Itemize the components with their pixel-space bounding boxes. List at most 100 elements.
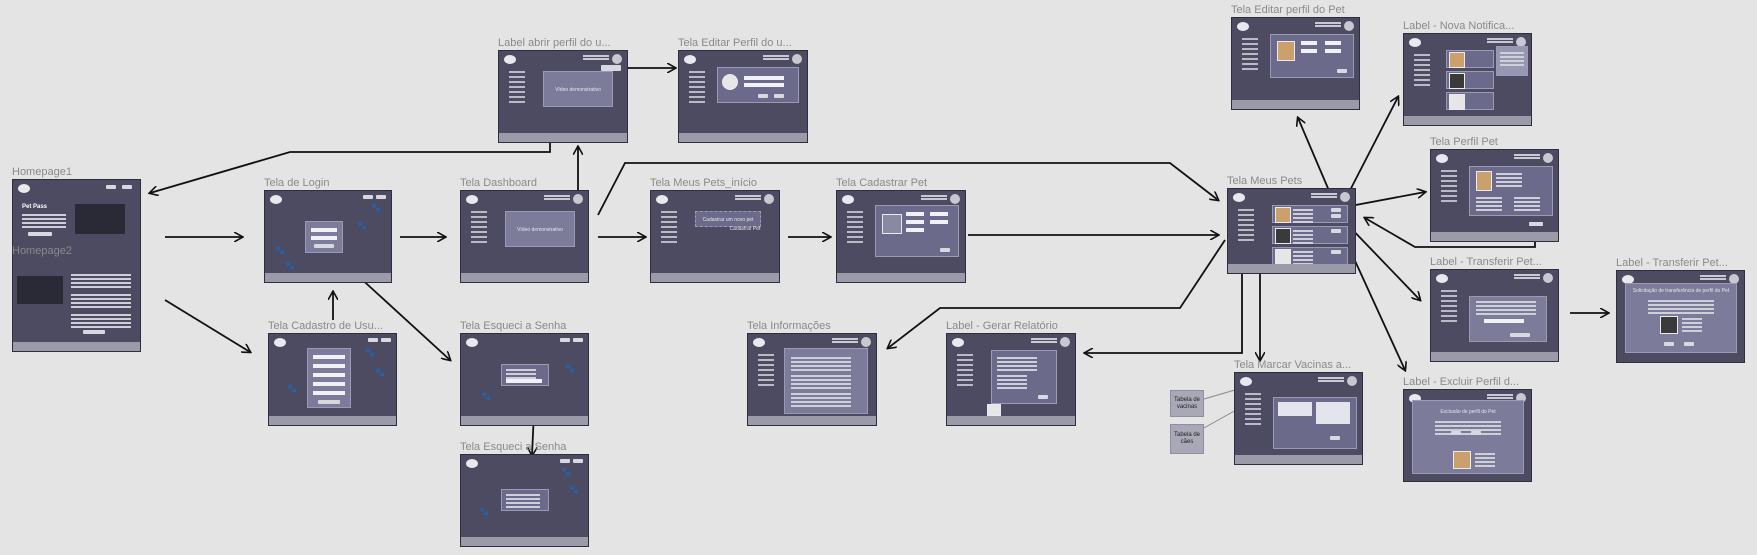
email-field[interactable]: [311, 228, 337, 232]
avatar[interactable]: [573, 194, 583, 204]
screen-editar-perfil-pet[interactable]: [1231, 17, 1360, 110]
login-button[interactable]: [314, 244, 334, 248]
screen-excluir-perfil[interactable]: Exclusão de perfil do Pet: [1403, 389, 1532, 482]
add-pet-link[interactable]: Cadastrar Pet: [729, 225, 761, 232]
pet-card[interactable]: [1272, 247, 1348, 265]
pet-field[interactable]: [1301, 49, 1317, 53]
report-options[interactable]: [997, 357, 1037, 359]
send-button[interactable]: [1510, 333, 1530, 337]
avatar[interactable]: [1060, 337, 1070, 347]
header-button[interactable]: [381, 338, 391, 342]
screen-informacoes[interactable]: [747, 333, 877, 426]
pet-field[interactable]: [1325, 41, 1341, 45]
sidebar-menu[interactable]: [1245, 393, 1261, 395]
pet-card[interactable]: [1446, 71, 1494, 89]
sidebar-menu[interactable]: [1238, 209, 1254, 211]
pet-field[interactable]: [1325, 49, 1341, 53]
screen-dashboard[interactable]: Vídeo demonstrativo: [460, 190, 589, 283]
screen-cadastro-usuario[interactable]: 🐾 🐾 🐾: [268, 333, 397, 426]
header-button[interactable]: [560, 338, 570, 342]
screen-transferir-pet[interactable]: [1430, 269, 1559, 362]
screen-cadastrar-pet[interactable]: [836, 190, 966, 283]
header-button[interactable]: [376, 195, 386, 199]
sidebar-menu[interactable]: [847, 211, 863, 213]
user-field[interactable]: [744, 76, 784, 80]
screen-perfil-pet[interactable]: [1430, 149, 1559, 242]
sidebar-menu[interactable]: [758, 354, 774, 356]
save-button[interactable]: [774, 94, 784, 98]
confirm-delete-button[interactable]: [1451, 431, 1461, 435]
generate-report-button[interactable]: [1038, 395, 1048, 399]
pet-card[interactable]: [1446, 50, 1494, 68]
email-field[interactable]: [506, 379, 542, 383]
confirm-password-field[interactable]: [313, 391, 345, 395]
avatar[interactable]: [764, 194, 774, 204]
screen-login[interactable]: 🐾 🐾 🐾 🐾: [264, 190, 392, 283]
screen-homepage[interactable]: Pet Pass: [12, 179, 141, 352]
screen-esqueci-senha[interactable]: 🐾 🐾: [460, 333, 589, 426]
avatar[interactable]: [1543, 153, 1553, 163]
save-button[interactable]: [1337, 69, 1347, 73]
password-field[interactable]: [313, 382, 345, 386]
avatar[interactable]: [1344, 21, 1354, 31]
sidebar-menu[interactable]: [471, 211, 487, 213]
phone-field[interactable]: [313, 373, 345, 377]
accept-button[interactable]: [1664, 342, 1674, 346]
screen-nova-notificacao[interactable]: [1403, 33, 1532, 126]
screen-editar-perfil-usuario[interactable]: [678, 50, 808, 143]
section-button[interactable]: [83, 330, 105, 334]
pet-field[interactable]: [906, 212, 924, 216]
pet-action-button[interactable]: [1331, 214, 1341, 218]
screen-transferir-pet-2[interactable]: Solicitação de transferência de perfil d…: [1616, 270, 1745, 363]
screen-esqueci-senha-2[interactable]: 🐾 🐾 🐾: [460, 454, 589, 547]
sidebar-menu[interactable]: [509, 71, 525, 73]
save-pet-button[interactable]: [940, 248, 950, 252]
header-button[interactable]: [560, 459, 570, 463]
screen-marcar-vacinas[interactable]: [1234, 372, 1363, 465]
screen-meus-pets-inicio[interactable]: Cadastrar um novo pet Cadastrar Pet: [650, 190, 780, 283]
pet-card[interactable]: [1272, 226, 1348, 244]
avatar[interactable]: [861, 337, 871, 347]
avatar[interactable]: [1516, 37, 1526, 47]
sidebar-menu[interactable]: [661, 211, 677, 213]
avatar[interactable]: [792, 54, 802, 64]
pet-field[interactable]: [1301, 41, 1317, 45]
pet-card[interactable]: [1272, 205, 1348, 223]
cancel-button[interactable]: [758, 94, 768, 98]
sidebar-menu[interactable]: [1441, 170, 1457, 172]
pet-field[interactable]: [930, 212, 948, 216]
pet-field[interactable]: [906, 228, 924, 232]
header-button[interactable]: [368, 338, 378, 342]
avatar[interactable]: [1516, 393, 1526, 403]
report-options[interactable]: [997, 375, 1027, 377]
vaccine-table[interactable]: [1278, 402, 1312, 416]
header-button[interactable]: [573, 459, 583, 463]
decline-button[interactable]: [1684, 342, 1694, 346]
avatar[interactable]: [612, 54, 622, 64]
screen-label-abrir-perfil[interactable]: Vídeo demonstrativo: [498, 50, 628, 143]
sidebar-menu[interactable]: [1441, 290, 1457, 292]
pet-action-button[interactable]: [1331, 250, 1341, 254]
email-field[interactable]: [313, 364, 345, 368]
back-button[interactable]: [1529, 222, 1543, 226]
header-button[interactable]: [122, 185, 132, 189]
pet-action-button[interactable]: [1331, 208, 1341, 212]
dog-table[interactable]: [1316, 402, 1350, 424]
user-field[interactable]: [744, 83, 784, 87]
header-button[interactable]: [573, 338, 583, 342]
signup-button[interactable]: [318, 400, 340, 404]
name-field[interactable]: [313, 355, 345, 359]
header-button[interactable]: [363, 195, 373, 199]
notification-dropdown[interactable]: [1496, 46, 1528, 76]
hero-button[interactable]: [28, 232, 52, 236]
profile-dropdown[interactable]: [601, 65, 621, 71]
header-button[interactable]: [106, 185, 116, 189]
save-button[interactable]: [1330, 436, 1340, 440]
recipient-field[interactable]: [1484, 319, 1524, 323]
screen-meus-pets[interactable]: [1227, 188, 1356, 274]
avatar[interactable]: [1729, 274, 1739, 284]
screen-gerar-relatorio[interactable]: [946, 333, 1076, 426]
pet-action-button[interactable]: [1331, 229, 1341, 233]
sidebar-menu[interactable]: [957, 354, 973, 356]
avatar[interactable]: [1340, 192, 1350, 202]
